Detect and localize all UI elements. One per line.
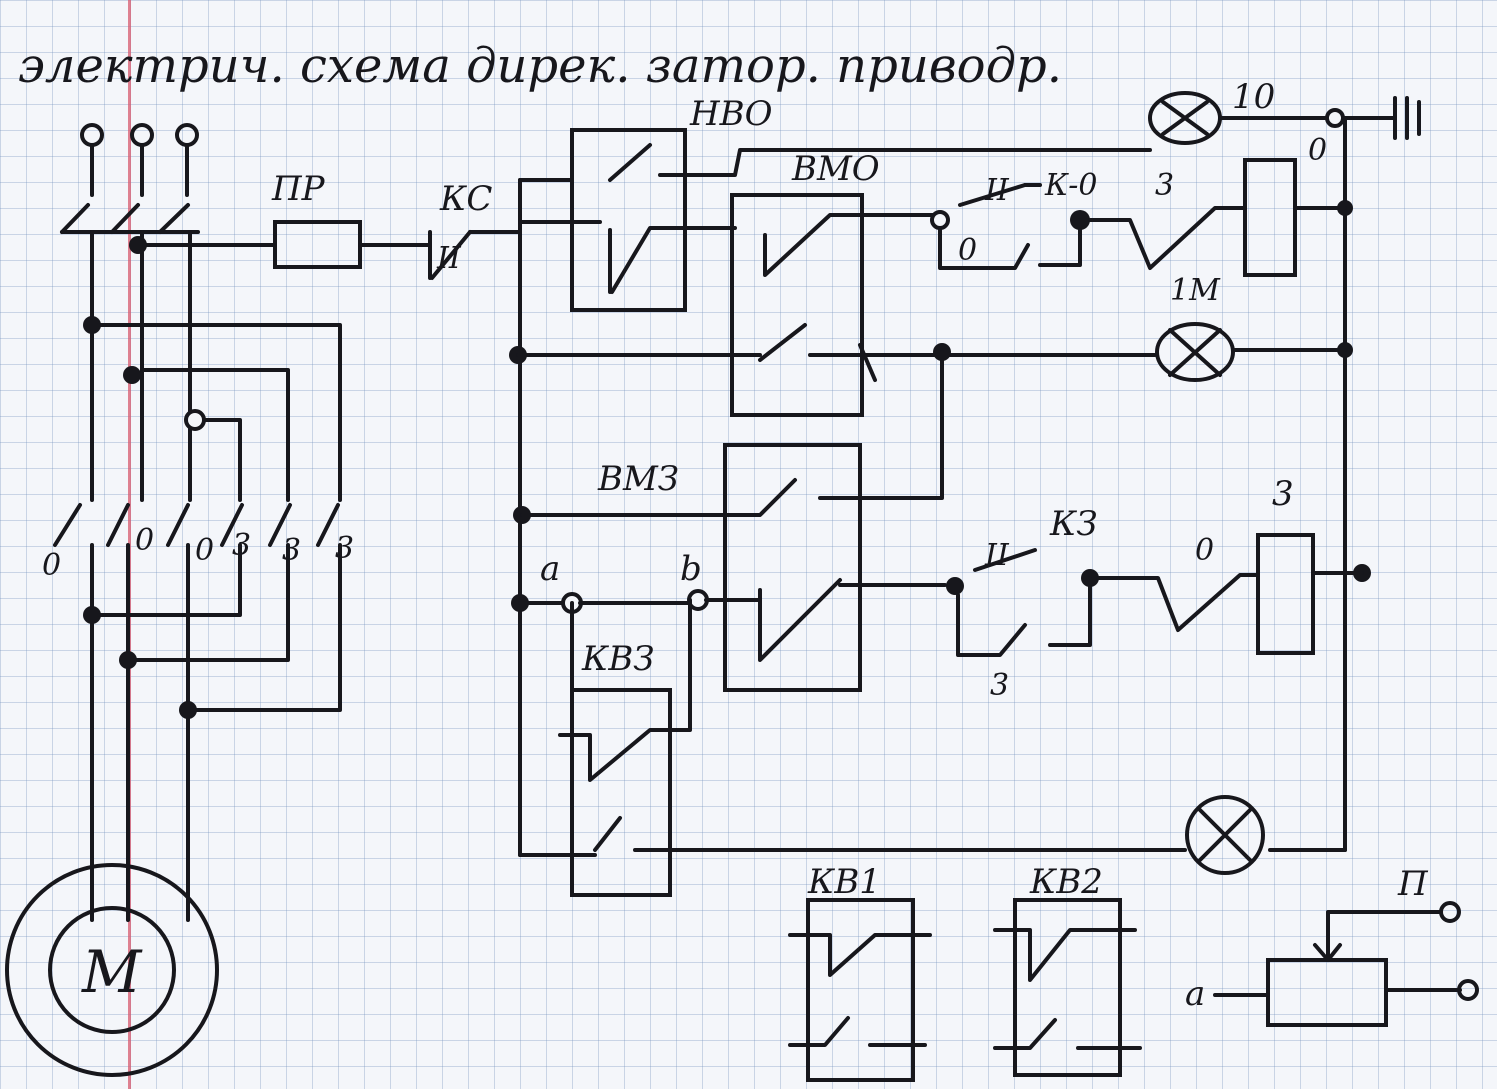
relay-kvz: [558, 598, 692, 897]
label-pos0-top: 0: [958, 233, 977, 268]
label-ko: К-0: [1044, 168, 1097, 203]
supply-terminals: [80, 123, 199, 197]
main-breaker: [60, 203, 200, 502]
label-kc: КС: [439, 179, 492, 219]
motor: М: [5, 863, 219, 1077]
label-pos3-mid: 3: [990, 668, 1009, 703]
relay-kv1: [788, 898, 932, 1082]
middle-lamp-rung: [516, 322, 1347, 500]
top-rung: [930, 158, 1347, 277]
relay-vmo: [730, 193, 937, 417]
label-pr: ПР: [271, 169, 326, 209]
motor-label: М: [81, 938, 143, 1006]
label-kv1: КВ1: [807, 862, 881, 902]
label-pot-a: а: [1185, 974, 1205, 1014]
left-junction-dots: [83, 236, 206, 719]
lamp-10: [1148, 91, 1345, 145]
kc-switch: [428, 230, 522, 280]
reversing-switch: 0 0 0 3 3 3: [42, 503, 354, 922]
label-hvo: НВО: [689, 94, 773, 134]
label-kz: КЗ: [1049, 504, 1098, 544]
label-pos3-coil: 3: [1272, 474, 1294, 514]
motor-outer-ring: [5, 863, 219, 1077]
label-pos0-coil: 0: [1308, 133, 1327, 168]
sw-pos-5: 3: [282, 533, 301, 568]
sw-pos-2: 0: [135, 523, 154, 558]
label-kvz: КВЗ: [581, 639, 654, 679]
label-sw-ii-top: II: [984, 173, 1010, 208]
label-kc-ii: II: [436, 241, 462, 276]
label-node-b: b: [680, 549, 702, 589]
label-lamp-10: 10: [1232, 77, 1275, 117]
relay-vmz: [520, 443, 862, 692]
sw-pos-1: 0: [42, 548, 61, 583]
relay-kv2: [993, 898, 1142, 1077]
fuse-pr: [273, 220, 362, 269]
label-vmo: ВМО: [791, 149, 880, 189]
bottom-lamp-rung: [518, 795, 1265, 875]
sw-pos-6: 3: [335, 531, 354, 566]
ab-rung: [518, 533, 1364, 657]
label-vmz: ВМЗ: [597, 459, 679, 499]
coil-top: [1243, 158, 1297, 277]
sw-pos-3: 0: [195, 533, 214, 568]
label-p: П: [1397, 864, 1429, 904]
label-km: 1М: [1170, 273, 1221, 308]
coil-mid: [1256, 533, 1315, 655]
switch-jumpers: [90, 323, 342, 502]
relay-hvo: [518, 128, 1152, 312]
label-pos0-mid: 0: [1195, 533, 1214, 568]
control-feed-wire: [140, 220, 432, 269]
potentiometer-p: [1213, 901, 1479, 1027]
left-control-bus: [509, 178, 572, 857]
label-node-a: a: [540, 549, 560, 589]
motor-inner-ring: [48, 906, 176, 1034]
label-sw-ii-mid: II: [984, 538, 1010, 573]
label-pos3-top: 3: [1155, 168, 1174, 203]
diagram-title: электрич. схема дирек. затор. приводр.: [18, 38, 1062, 94]
ground-symbol: [1341, 96, 1421, 140]
label-kv2: КВ2: [1029, 862, 1103, 902]
